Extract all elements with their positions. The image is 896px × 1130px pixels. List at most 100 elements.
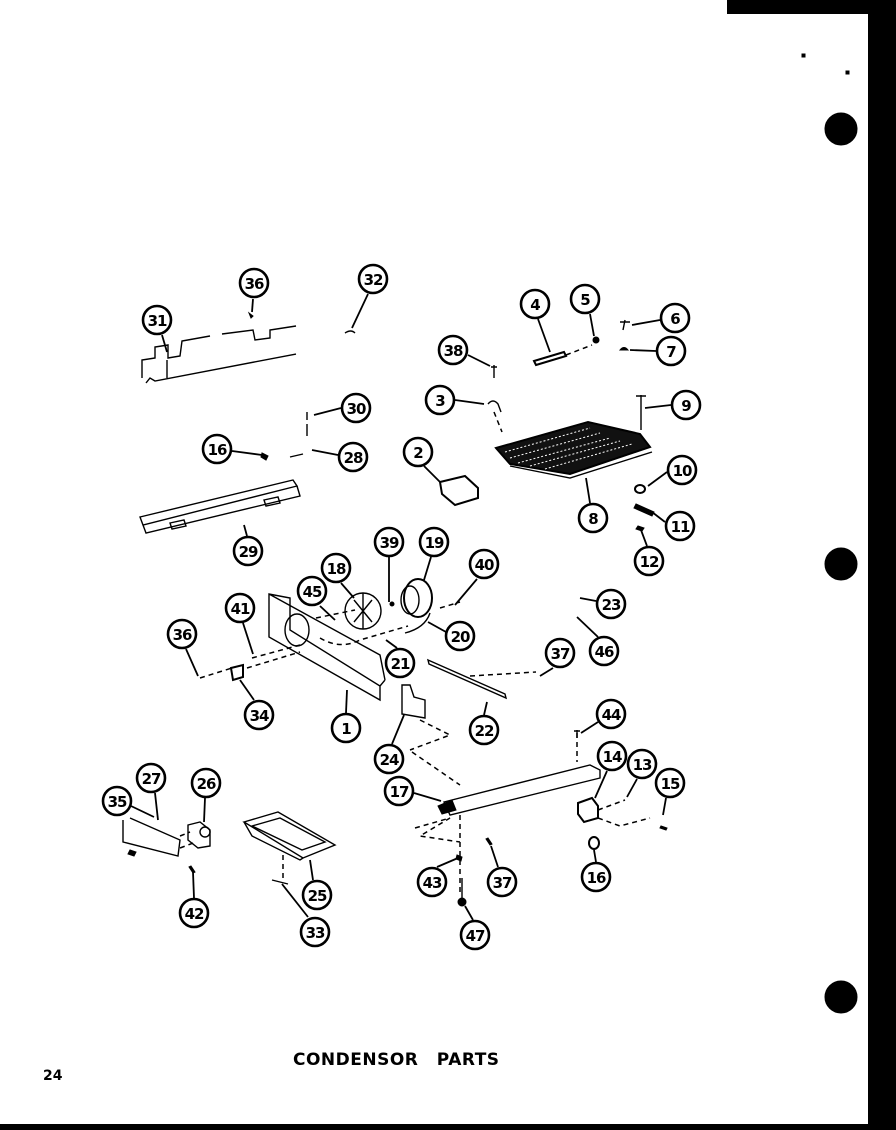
callout-circle-icon	[626, 748, 658, 780]
callout-circle-icon	[424, 384, 456, 416]
callout-circle-icon	[357, 263, 389, 295]
callout-circle-icon	[330, 712, 362, 744]
callout-circle-icon	[337, 441, 369, 473]
callout-circle-icon	[569, 283, 601, 315]
callout-number: 32	[364, 271, 383, 289]
callout-number: 16	[587, 869, 606, 887]
callout-number: 3	[435, 392, 445, 410]
callout-circle-icon	[666, 454, 698, 486]
callout-14: 14	[596, 740, 628, 772]
part-29-channel	[139, 479, 301, 534]
callout-circle-icon	[664, 510, 696, 542]
callout-number: 13	[633, 756, 652, 774]
callout-2: 2	[402, 436, 434, 468]
callout-circle-icon	[383, 775, 415, 807]
callout-43: 43	[416, 866, 448, 898]
callout-25: 25	[301, 879, 333, 911]
callout-30: 30	[340, 392, 372, 424]
callout-38: 38	[437, 334, 469, 366]
callout-number: 42	[185, 905, 204, 923]
callout-circle-icon	[459, 919, 491, 951]
callout-40: 40	[468, 548, 500, 580]
part-8-condenser-coil	[494, 420, 653, 479]
callout-46: 46	[588, 635, 620, 667]
callout-number: 35	[108, 793, 127, 811]
callout-circle-icon	[190, 767, 222, 799]
callout-number: 19	[425, 534, 444, 552]
callout-number: 27	[142, 770, 161, 788]
callout-circle-icon	[373, 743, 405, 775]
callout-21: 21	[384, 647, 416, 679]
callout-number: 45	[303, 583, 322, 601]
callout-number: 37	[551, 645, 570, 663]
callout-number: 40	[475, 556, 494, 574]
callout-3: 3	[424, 384, 456, 416]
callout-7: 7	[655, 335, 687, 367]
page-title: CONDENSOR PARTS	[293, 1050, 500, 1070]
callout-number: 8	[588, 510, 598, 528]
callout-circle-icon	[201, 433, 233, 465]
part-17-drain-tray	[437, 764, 601, 816]
callout-number: 18	[327, 560, 346, 578]
callout-10: 10	[666, 454, 698, 486]
binder-hole-icon	[824, 980, 858, 1014]
callout-36: 36	[238, 267, 270, 299]
callout-37: 37	[544, 637, 576, 669]
callout-circle-icon	[384, 647, 416, 679]
callout-32: 32	[357, 263, 389, 295]
callout-circle-icon	[373, 526, 405, 558]
callout-22: 22	[468, 714, 500, 746]
callout-number: 14	[603, 748, 622, 766]
callout-number: 23	[602, 596, 621, 614]
callout-47: 47	[459, 919, 491, 951]
part-1-fan-bracket	[268, 593, 386, 702]
callout-circle-icon	[670, 389, 702, 421]
callout-20: 20	[444, 620, 476, 652]
callout-number: 31	[148, 312, 167, 330]
page-number: 24	[43, 1068, 63, 1084]
callout-circle-icon	[659, 302, 691, 334]
callout-42: 42	[178, 897, 210, 929]
callout-number: 20	[451, 628, 470, 646]
callout-number: 29	[239, 543, 258, 561]
callout-39: 39	[373, 526, 405, 558]
callout-8: 8	[577, 502, 609, 534]
callout-number: 1	[341, 720, 351, 738]
callout-number: 21	[391, 655, 410, 673]
callout-26: 26	[190, 767, 222, 799]
callout-circle-icon	[416, 866, 448, 898]
fan-motor-assembly	[344, 578, 433, 634]
callout-44: 44	[595, 698, 627, 730]
callout-number: 44	[602, 706, 621, 724]
callout-circle-icon	[544, 637, 576, 669]
callout-23: 23	[595, 588, 627, 620]
callout-number: 33	[306, 924, 325, 942]
callout-number: 2	[413, 444, 423, 462]
callout-circle-icon	[468, 548, 500, 580]
callout-circle-icon	[340, 392, 372, 424]
callout-1: 1	[330, 712, 362, 744]
callout-circle-icon	[577, 502, 609, 534]
binder-hole-icon	[824, 547, 858, 581]
callout-11: 11	[664, 510, 696, 542]
callout-number: 46	[595, 643, 614, 661]
callout-number: 34	[250, 707, 269, 725]
callout-31: 31	[141, 304, 173, 336]
callout-number: 6	[670, 310, 680, 328]
callout-12: 12	[633, 545, 665, 577]
callout-number: 4	[530, 296, 540, 314]
callout-5: 5	[569, 283, 601, 315]
part-25-drain-pan	[242, 811, 337, 861]
callout-number: 39	[380, 534, 399, 552]
callout-circle-icon	[101, 785, 133, 817]
callout-circle-icon	[141, 304, 173, 336]
callout-6: 6	[659, 302, 691, 334]
callout-number: 15	[661, 775, 680, 793]
callout-34: 34	[243, 699, 275, 731]
callout-36: 36	[166, 618, 198, 650]
callout-circle-icon	[595, 588, 627, 620]
callout-9: 9	[670, 389, 702, 421]
